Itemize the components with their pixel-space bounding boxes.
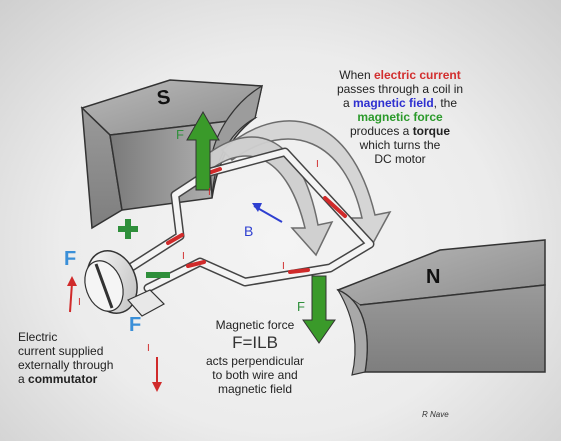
coil-wire bbox=[125, 147, 375, 293]
current-label-1: I bbox=[208, 187, 211, 198]
south-pole-label: S bbox=[155, 86, 172, 110]
current-arrows bbox=[67, 276, 162, 392]
current-label-6: I bbox=[147, 343, 150, 354]
caption-top-line6: which turns the bbox=[359, 138, 441, 152]
caption-top-line3-pre: a bbox=[342, 96, 353, 110]
author-credit: R Nave bbox=[422, 410, 449, 419]
caption-left-line3: externally through bbox=[18, 358, 114, 372]
caption-top-line7: DC motor bbox=[374, 152, 426, 166]
magnetic-force-term: magnetic force bbox=[357, 110, 443, 124]
force-label-top: F bbox=[176, 127, 184, 142]
electric-current-term: electric current bbox=[373, 68, 461, 82]
current-label-3: I bbox=[182, 251, 185, 262]
commutator-term: commutator bbox=[28, 372, 98, 386]
magnetic-field-term: magnetic field bbox=[352, 96, 434, 110]
caption-mid-line3: to both wire and bbox=[212, 368, 298, 382]
commutator-caption: Electric current supplied externally thr… bbox=[18, 330, 148, 386]
caption-left-line2: current supplied bbox=[18, 344, 104, 358]
brush-label-bottom: F bbox=[129, 314, 142, 336]
north-magnet bbox=[336, 239, 546, 376]
caption-top-line5-pre: produces a bbox=[349, 124, 413, 138]
current-label-2: I bbox=[316, 159, 319, 170]
current-label-5: I bbox=[78, 297, 81, 308]
brush-label-top: F bbox=[64, 248, 77, 270]
polarity-signs bbox=[118, 219, 170, 278]
caption-top-line1-pre: When bbox=[339, 68, 374, 82]
force-arrows bbox=[186, 110, 336, 344]
caption-mid-line1: Magnetic force bbox=[215, 318, 295, 332]
north-pole-label: N bbox=[426, 266, 441, 288]
caption-left-line4-pre: a bbox=[18, 372, 29, 386]
caption-top-line2: passes through a coil in bbox=[336, 82, 464, 96]
commutator bbox=[84, 250, 165, 317]
torque-term: torque bbox=[412, 124, 451, 138]
current-label-4: I bbox=[282, 261, 285, 272]
caption-mid-line4: magnetic field bbox=[217, 382, 293, 396]
force-caption: Magnetic force F=ILB acts perpendicular … bbox=[190, 318, 320, 396]
force-formula: F=ILB bbox=[232, 333, 278, 352]
force-label-bottom: F bbox=[297, 299, 305, 314]
torque-caption: When electric current passes through a c… bbox=[300, 68, 500, 166]
field-label: B bbox=[244, 223, 254, 239]
field-arrowhead bbox=[252, 203, 262, 212]
caption-top-line3-post: , the bbox=[433, 96, 458, 110]
caption-mid-line2: acts perpendicular bbox=[205, 354, 305, 368]
caption-left-line1: Electric bbox=[18, 330, 58, 344]
south-magnet bbox=[80, 79, 263, 230]
